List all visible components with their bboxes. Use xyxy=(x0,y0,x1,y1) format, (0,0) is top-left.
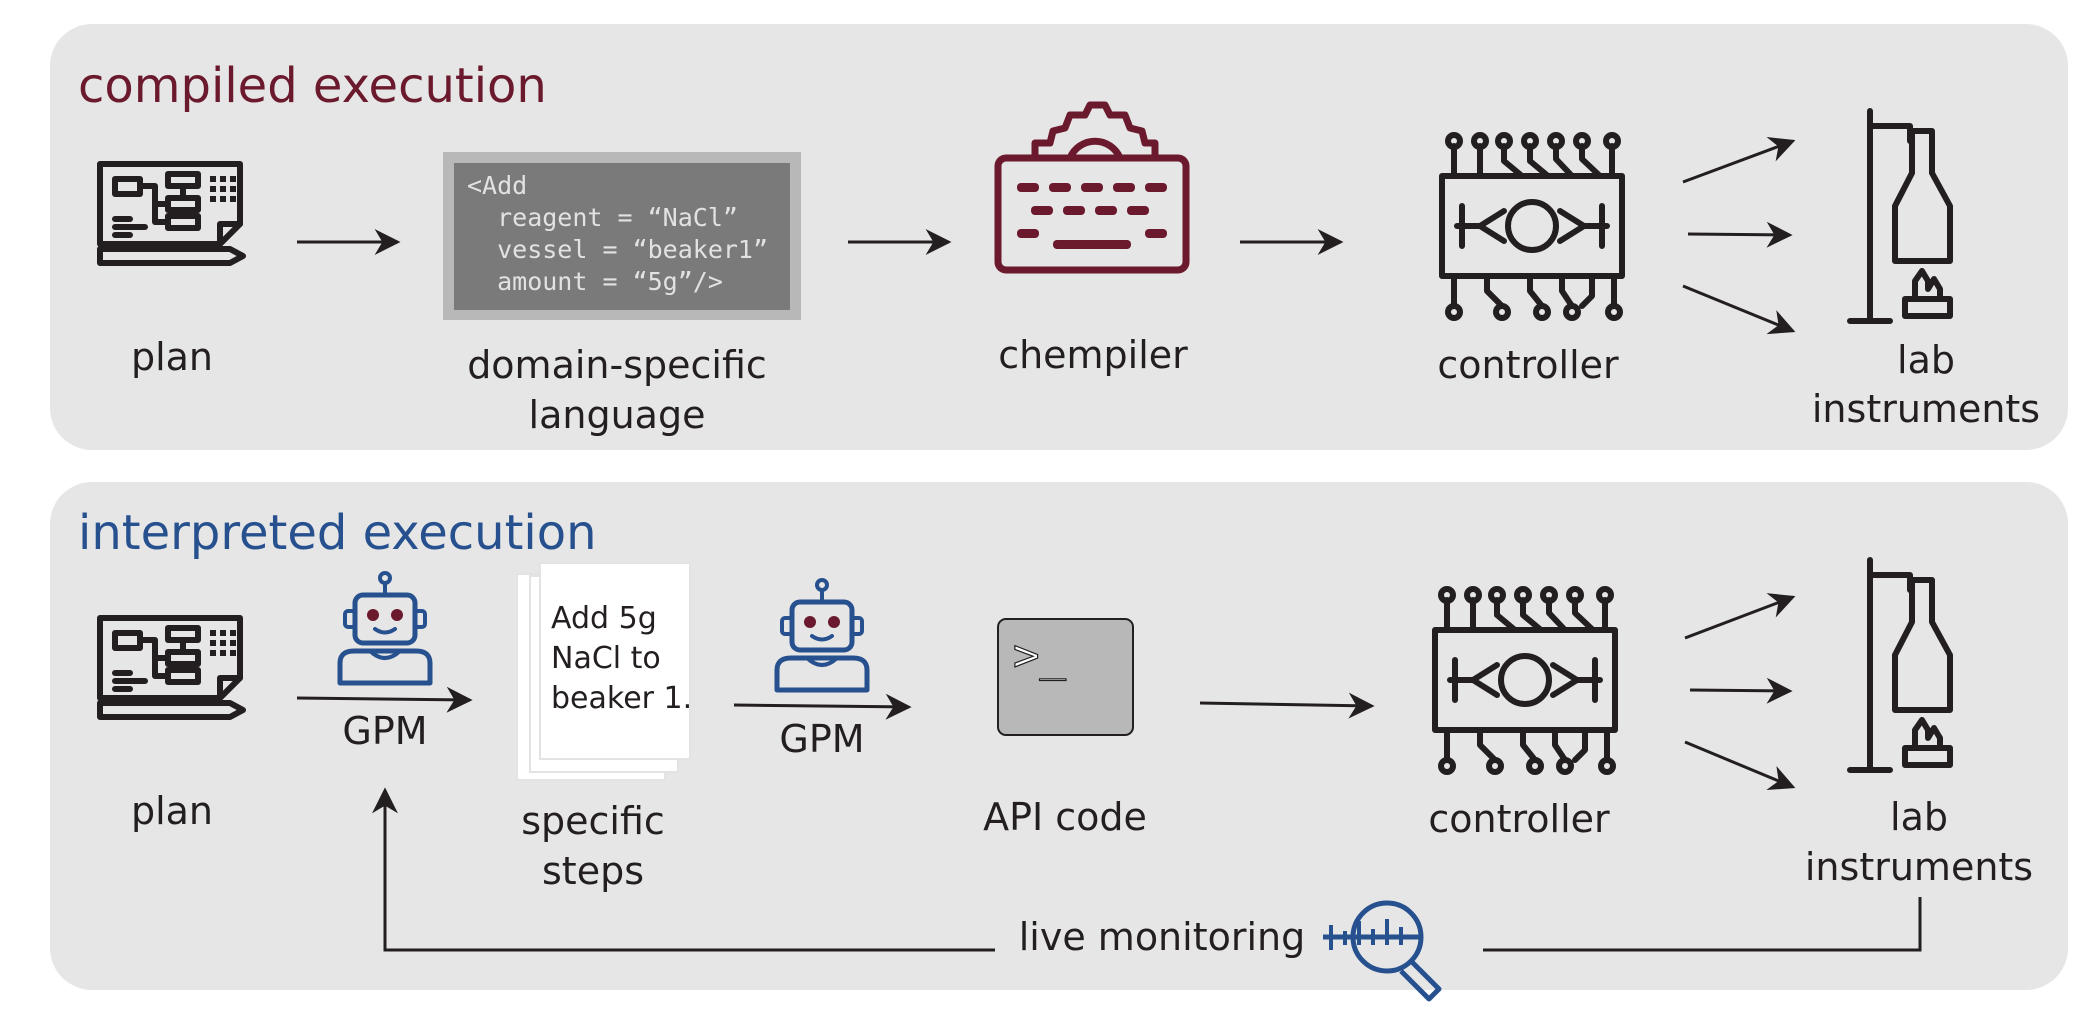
arrow xyxy=(1687,221,1793,248)
lab-label: lab xyxy=(1890,795,1948,839)
note-line: beaker 1. xyxy=(551,681,692,716)
dsl-label: domain-specific xyxy=(467,343,767,387)
plan-label: plan xyxy=(131,789,213,833)
lab-label: lab xyxy=(1897,338,1955,382)
code-line: <Add xyxy=(467,171,527,200)
steps-label: steps xyxy=(542,849,644,893)
feedback-arrow xyxy=(372,787,995,952)
chempiler-label: chempiler xyxy=(998,333,1188,377)
code-line: amount = “5g”/> xyxy=(467,267,723,296)
gpm-label: GPM xyxy=(779,717,864,761)
compiled-panel: compiled execution plan <Add reagent = “… xyxy=(50,24,2068,450)
arrow xyxy=(296,686,473,713)
arrow xyxy=(1689,677,1793,704)
controller-label: controller xyxy=(1437,343,1619,387)
controller-label: controller xyxy=(1428,797,1610,841)
note-line: NaCl to xyxy=(551,641,661,676)
lab-label: instruments xyxy=(1805,845,2033,889)
arrow xyxy=(1684,593,1796,640)
code-line: reagent = “NaCl” xyxy=(467,203,738,232)
api-label: API code xyxy=(983,795,1147,839)
arrow xyxy=(1682,284,1796,335)
note-stack: Add 5g NaCl to beaker 1. xyxy=(516,562,692,781)
code-block: <Add reagent = “NaCl” vessel = “beaker1”… xyxy=(443,152,801,320)
plan-label: plan xyxy=(131,335,213,379)
compiled-title: compiled execution xyxy=(78,58,547,114)
steps-label: specific xyxy=(521,799,665,843)
feedback-line xyxy=(1483,897,1922,952)
arrow xyxy=(733,693,912,720)
code-line: vessel = “beaker1” xyxy=(467,235,768,264)
note-line: Add 5g xyxy=(551,601,657,636)
dsl-label: language xyxy=(529,393,706,437)
magnifier-chart-icon xyxy=(1323,900,1442,1002)
gear-keyboard-icon xyxy=(994,101,1190,274)
monitoring-label: live monitoring xyxy=(1019,915,1306,959)
arrow xyxy=(1682,136,1796,184)
interpreted-panel: interpreted execution plan GPM Add 5g Na… xyxy=(50,482,2068,1002)
interpreted-title: interpreted execution xyxy=(78,505,597,561)
arrow xyxy=(1684,740,1796,790)
arrow xyxy=(1199,692,1375,719)
terminal-prompt: >_ xyxy=(1013,630,1066,681)
terminal-icon: >_ xyxy=(997,618,1134,736)
gpm-label: GPM xyxy=(342,709,427,753)
lab-label: instruments xyxy=(1812,387,2040,431)
